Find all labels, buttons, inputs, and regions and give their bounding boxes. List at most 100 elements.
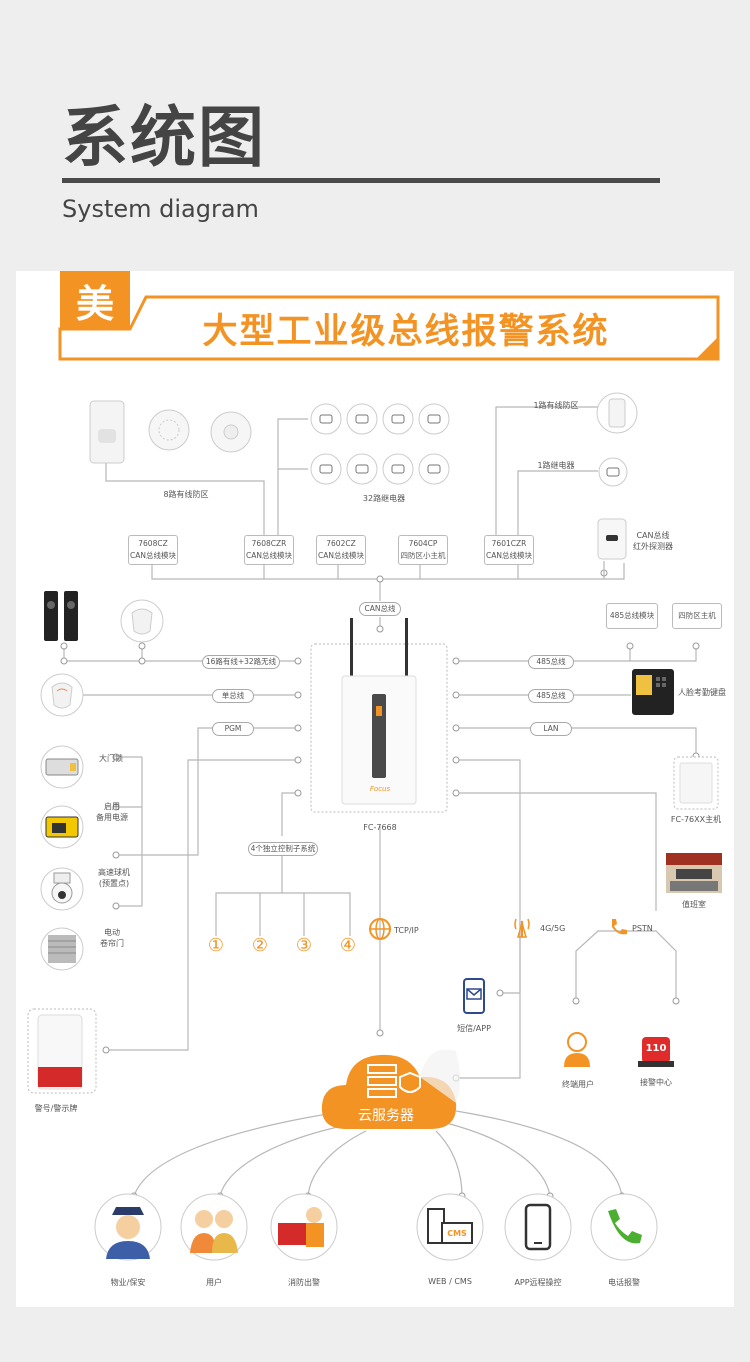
pgm-device-label: 高速球机 (预置点) xyxy=(98,868,130,888)
single-bus-detector-icon xyxy=(40,673,84,717)
title-divider xyxy=(62,178,660,183)
module-model: 7601CZR xyxy=(491,539,527,548)
fc76-host-icon xyxy=(673,756,719,810)
sms-phone-icon xyxy=(463,978,485,1014)
banner xyxy=(58,271,720,361)
right-relay-icon xyxy=(598,457,628,487)
user-operator-icon xyxy=(564,1032,590,1067)
4g5g-label: 4G/5G xyxy=(540,924,566,933)
page-subtitle: System diagram xyxy=(62,195,259,223)
host-panel xyxy=(310,618,448,813)
duty-room-photo xyxy=(666,853,722,893)
globe-icon xyxy=(369,918,391,940)
banner-badge: 美 xyxy=(75,282,114,326)
duty-room-label: 值班室 xyxy=(682,900,706,909)
module-name: CAN总线模块 xyxy=(246,551,292,560)
speed-dome-icon xyxy=(40,867,84,911)
can-ir-line2: 红外探测器 xyxy=(633,542,673,551)
module-name: CAN总线模块 xyxy=(486,551,532,560)
rs485-tag-a: 485总线 xyxy=(528,655,574,669)
bottom-label: 物业/保安 xyxy=(110,1278,146,1287)
antenna-icon xyxy=(514,918,530,938)
tcpip-label: TCP/IP xyxy=(394,926,419,935)
wired-wireless-tag: 16路有线+32路无线 xyxy=(202,655,280,669)
security-guard-icon xyxy=(94,1193,162,1261)
phone-handset-icon xyxy=(612,919,627,935)
host-model: FC-7668 xyxy=(363,823,397,832)
cms-badge: CMS xyxy=(447,1229,467,1238)
quad-host-box: 四防区主机 xyxy=(672,603,722,629)
subsystem-3: ③ xyxy=(295,935,313,956)
phone-alarm-icon xyxy=(590,1193,658,1261)
siren-label: 警号/警示牌 xyxy=(34,1104,78,1113)
relay-grid xyxy=(310,403,450,485)
web-cms-icon xyxy=(416,1193,484,1261)
face-keyboard-icon xyxy=(632,669,674,715)
module-name: CAN总线模块 xyxy=(130,551,176,560)
module-7601czr: 7601CZR CAN总线模块 xyxy=(484,535,534,565)
module-7602cz: 7602CZ CAN总线模块 xyxy=(316,535,366,565)
face-keyboard-label: 人脸考勤键盘 xyxy=(678,688,726,697)
pir-detector-icon xyxy=(89,400,125,464)
alarm-center-icon xyxy=(638,1037,674,1067)
can-ir-caption: CAN总线 红外探测器 xyxy=(628,530,678,552)
control-subsystems-tag: 4个独立控制子系统 xyxy=(248,842,318,856)
fc76-host-label: FC-76XX主机 xyxy=(670,815,722,824)
backup-power-icon xyxy=(40,805,84,849)
pgm-device-label: 电动 卷帘门 xyxy=(100,928,124,948)
end-user-label: 终端用户 xyxy=(562,1080,594,1089)
module-7608cz: 7608CZ CAN总线模块 xyxy=(128,535,178,565)
module-name: 四防区小主机 xyxy=(400,551,446,560)
cloud-server-icon xyxy=(321,1049,460,1129)
module-model: 7608CZR xyxy=(251,539,287,548)
module-model: 7608CZ xyxy=(138,539,168,548)
can-ir-detector-icon xyxy=(597,518,627,560)
pgm-device-label: 启用 备用电源 xyxy=(96,802,128,822)
subsystem-4: ④ xyxy=(339,935,357,956)
can-bus-tag: CAN总线 xyxy=(359,602,401,616)
bottom-label: 消防出警 xyxy=(288,1278,320,1287)
rs485-tag-b: 485总线 xyxy=(528,689,574,703)
pstn-label: PSTN xyxy=(632,924,653,933)
module-7604cp: 7604CP 四防区小主机 xyxy=(398,535,448,565)
bottom-label: 用户 xyxy=(206,1278,222,1287)
sms-label: 短信/APP xyxy=(457,1024,491,1033)
module-name: CAN总线模块 xyxy=(318,551,364,560)
bottom-label: WEB / CMS xyxy=(428,1277,472,1286)
can-ir-line1: CAN总线 xyxy=(636,531,670,540)
pgm-tag: PGM xyxy=(212,722,254,736)
rolling-door-icon xyxy=(40,927,84,971)
diagram-card: 美 大型工业级总线报警系统 xyxy=(16,271,734,1307)
alarm-center-badge: 110 xyxy=(645,1043,667,1054)
household-user-icon xyxy=(180,1193,248,1261)
cloud-label: 云服务器 xyxy=(358,1108,414,1124)
smoke-detector-icon xyxy=(148,409,190,451)
wireless-pir-icon xyxy=(120,599,164,643)
rs485-module-box: 485总线模块 xyxy=(606,603,658,629)
door-lock-icon xyxy=(40,745,84,789)
subsystem-2: ② xyxy=(251,935,269,956)
fire-brigade-icon xyxy=(270,1193,338,1261)
right-pir-icon xyxy=(596,392,638,434)
single-bus-tag: 单总线 xyxy=(212,689,254,703)
module-model: 7602CZ xyxy=(326,539,356,548)
right-relay-caption: 1路继电器 xyxy=(537,461,575,470)
lan-tag: LAN xyxy=(530,722,572,736)
app-remote-icon xyxy=(504,1193,572,1261)
bottom-label: 电话报警 xyxy=(608,1278,640,1287)
module-model: 7604CP xyxy=(408,539,438,548)
gas-detector-icon xyxy=(210,411,252,453)
module-7608czr: 7608CZR CAN总线模块 xyxy=(244,535,294,565)
wired-zone-caption: 8路有线防区 xyxy=(163,490,209,499)
alarm-center-label: 接警中心 xyxy=(640,1078,672,1087)
pgm-device-label: 大门锁 xyxy=(99,754,123,763)
right-zone-caption: 1路有线防区 xyxy=(533,401,579,410)
relay-caption: 32路继电器 xyxy=(362,494,406,503)
page-title: 系统图 xyxy=(62,99,266,176)
beam-detector-icon xyxy=(44,591,78,641)
bottom-label: APP远程操控 xyxy=(514,1278,562,1287)
host-brand: Focus xyxy=(369,785,391,793)
subsystem-1: ① xyxy=(207,935,225,956)
banner-title: 大型工业级总线报警系统 xyxy=(202,312,610,352)
siren-icon xyxy=(27,1008,97,1094)
